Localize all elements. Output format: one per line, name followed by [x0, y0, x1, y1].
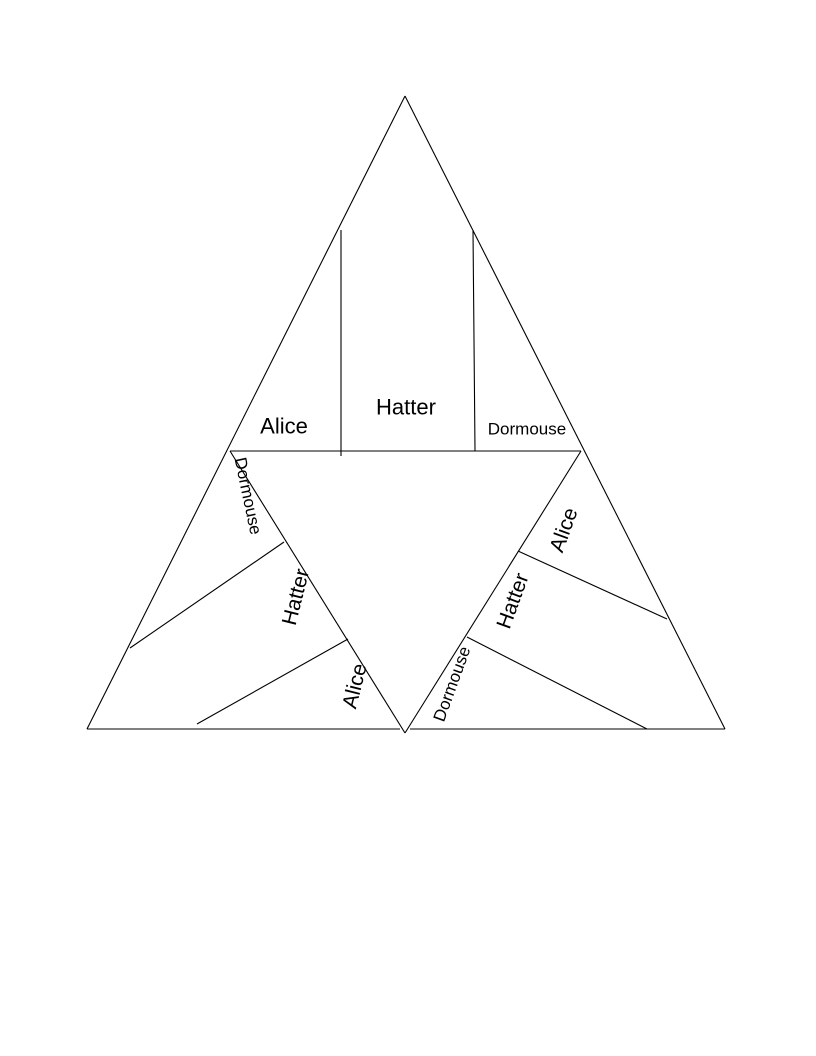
inner-left-edge	[229, 450, 406, 734]
left-wedge-dividers	[129, 541, 349, 725]
left-divider-upper	[129, 541, 285, 649]
top-wedge-dividers	[340, 229, 476, 456]
top-divider-right	[472, 229, 476, 452]
right-wedge-top-label: Alice	[545, 505, 582, 556]
right-divider-lower	[466, 636, 648, 730]
inner-triangle	[229, 450, 582, 734]
top-wedge-center-label: Hatter	[376, 395, 436, 420]
left-divider-lower	[196, 638, 349, 725]
outer-triangle	[86, 95, 726, 730]
left-wedge-bottom-label: Alice	[338, 661, 371, 711]
left-wedge-top-label: Dormouse	[231, 456, 266, 537]
outer-right-edge	[404, 95, 726, 730]
outer-left-edge	[86, 95, 406, 730]
top-wedge-left-label: Alice	[260, 414, 308, 439]
inner-right-edge	[404, 450, 582, 734]
right-wedge-dividers	[466, 550, 668, 730]
right-divider-upper	[517, 550, 668, 620]
right-wedge-middle-label: Hatter	[492, 570, 533, 632]
top-wedge-right-label: Dormouse	[488, 420, 566, 439]
left-wedge-middle-label: Hatter	[278, 566, 314, 627]
right-wedge-bottom-label: Dormouse	[430, 644, 475, 724]
